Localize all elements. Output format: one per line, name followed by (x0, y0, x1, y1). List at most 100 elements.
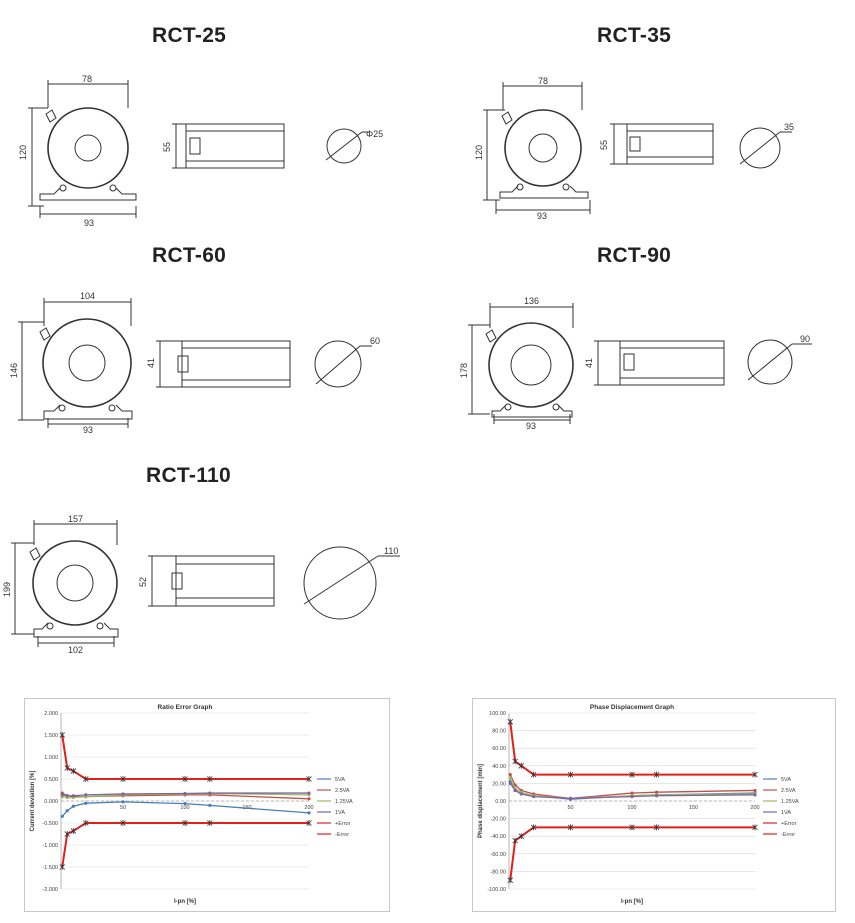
data-point (60, 814, 64, 818)
y-tick-label: -60.00 (490, 852, 506, 858)
data-point (512, 837, 518, 844)
data-point (208, 791, 212, 795)
dim-height-rct35: 120 (474, 145, 484, 160)
y-tick-label: -2.000 (42, 887, 58, 893)
data-point (306, 776, 312, 782)
y-tick-label: 0.500 (44, 777, 58, 783)
data-point (121, 800, 125, 804)
legend-label: 5VA (335, 777, 345, 783)
x-tick-label: 200 (304, 805, 313, 811)
dim-window-rct90: 90 (800, 334, 810, 344)
model-title-rct35: RCT-35 (597, 24, 672, 47)
y-tick-label: 2.000 (44, 711, 58, 717)
data-point (307, 797, 311, 801)
data-point (65, 794, 69, 798)
data-point (568, 796, 573, 800)
x-tick-label: 50 (567, 805, 573, 811)
legend-label: 1VA (335, 810, 345, 816)
legend-label: 2.5VA (335, 788, 350, 794)
data-point (71, 804, 75, 808)
y-tick-label: 1.500 (44, 733, 58, 739)
data-point (530, 771, 537, 778)
data-point (655, 794, 659, 798)
data-point (71, 794, 75, 798)
dim-depth-rct35: 55 (599, 140, 609, 150)
y-tick-label: -20.00 (490, 817, 506, 823)
data-point (59, 864, 66, 870)
dim-base-rct90: 93 (526, 421, 536, 431)
dim-base-rct35: 93 (537, 211, 547, 221)
data-point (83, 820, 89, 826)
data-point (519, 792, 523, 796)
legend-label: -Error (335, 832, 349, 838)
data-point (512, 758, 518, 765)
legend-label: 1.25VA (781, 799, 799, 805)
model-title-rct25: RCT-25 (152, 24, 227, 47)
dim-depth-rct25: 55 (162, 142, 172, 152)
dim-height-rct25: 120 (18, 145, 28, 160)
x-tick-label: 100 (627, 805, 636, 811)
phase-displacement-chart: Phase Displacement Graph100.0080.0060.00… (478, 704, 799, 905)
data-point (84, 793, 88, 797)
data-point (70, 827, 77, 834)
y-tick-label: -100.00 (487, 887, 506, 893)
data-point (752, 771, 758, 778)
y-tick-label: 80.00 (492, 729, 506, 735)
data-point (507, 877, 514, 884)
x-axis-label: I-pn [%] (174, 899, 196, 905)
data-point (64, 765, 70, 771)
dim-width-rct110: 157 (68, 514, 83, 524)
y-tick-label: 60.00 (492, 746, 506, 752)
legend-label: +Error (335, 821, 351, 827)
dim-width-rct60: 104 (80, 291, 95, 301)
data-point (83, 776, 89, 782)
y-tick-label: -1.000 (42, 843, 58, 849)
data-point (120, 776, 126, 782)
data-point (753, 793, 757, 797)
y-tick-label: 40.00 (492, 764, 506, 770)
legend-label: 2.5VA (781, 788, 796, 794)
data-point (513, 788, 517, 793)
data-point (182, 820, 188, 826)
data-point (653, 771, 660, 778)
y-tick-label: 0.000 (44, 799, 58, 805)
data-point (629, 824, 635, 831)
dim-window-rct35: 35 (784, 122, 794, 132)
data-point (59, 732, 66, 738)
legend-label: 1VA (781, 810, 791, 816)
data-point (306, 820, 312, 826)
data-point (207, 776, 213, 782)
data-point (630, 795, 634, 799)
data-point (60, 793, 64, 797)
data-point (70, 768, 77, 775)
data-point (508, 776, 512, 780)
data-point (208, 803, 212, 807)
data-point (508, 781, 512, 785)
x-tick-label: 100 (180, 805, 189, 811)
chart-title: Phase Displacement Graph (590, 704, 674, 711)
model-title-rct90: RCT-90 (597, 244, 672, 267)
dim-depth-rct60: 41 (146, 358, 156, 368)
y-tick-label: 1.000 (44, 755, 58, 761)
dim-width-rct35: 78 (538, 76, 548, 86)
data-point (567, 771, 574, 778)
data-point (507, 718, 514, 725)
data-point (84, 801, 88, 805)
dim-depth-rct110: 52 (138, 577, 148, 587)
legend-label: 5VA (781, 777, 791, 783)
y-tick-label: -0.500 (42, 821, 58, 827)
data-point (182, 776, 188, 782)
data-point (752, 824, 758, 831)
dim-window-rct110: 110 (384, 546, 398, 556)
data-point (307, 791, 311, 795)
data-point (120, 820, 126, 826)
data-point (530, 824, 537, 831)
y-tick-label: -80.00 (490, 869, 506, 875)
x-axis-label: I-pn [%] (621, 899, 643, 905)
data-point (567, 824, 574, 831)
